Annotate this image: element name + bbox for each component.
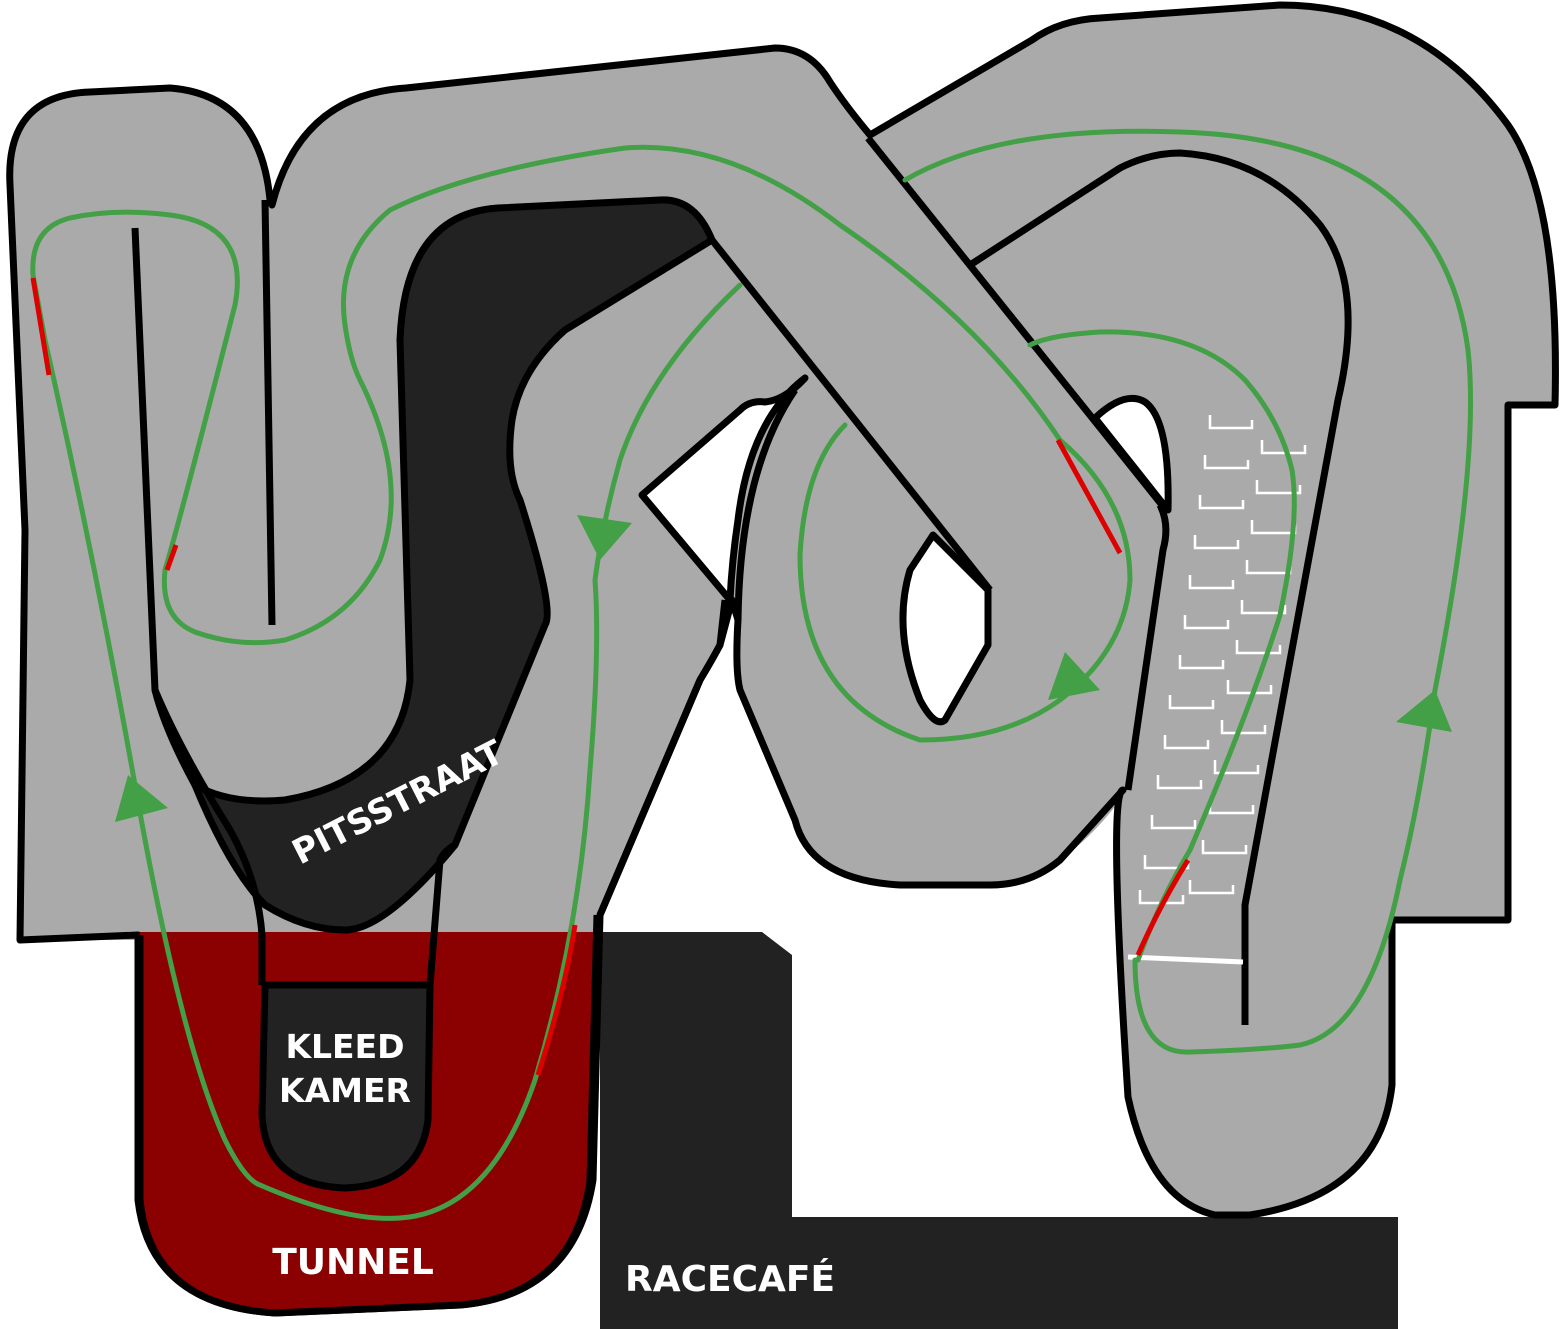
tire-barriers bbox=[1138, 415, 1307, 905]
changing-room bbox=[258, 981, 434, 1192]
track-boundary-lines bbox=[131, 135, 1352, 1025]
infield-center bbox=[638, 374, 809, 604]
arrow-icon bbox=[1396, 690, 1452, 732]
tunnel-label: TUNNEL bbox=[272, 1242, 434, 1283]
changing-room-label-line2: KAMER bbox=[279, 1071, 411, 1110]
arrow-icon bbox=[577, 515, 632, 560]
racing-line bbox=[30, 128, 1474, 1221]
arrow-icon bbox=[115, 775, 168, 822]
tunnel-outline bbox=[136, 914, 601, 1317]
infield-right bbox=[1091, 395, 1172, 514]
direction-arrows bbox=[115, 515, 1452, 822]
racing-line-right bbox=[1027, 329, 1297, 963]
arrow-icon bbox=[1048, 652, 1100, 700]
changing-room-label-line1: KLEED bbox=[285, 1027, 404, 1066]
start-finish-line bbox=[1127, 954, 1244, 965]
braking-zones bbox=[30, 277, 1191, 1076]
infield-loop bbox=[899, 531, 992, 726]
race-cafe-building bbox=[600, 932, 1398, 1329]
race-cafe-label: RACECAFÉ bbox=[625, 1258, 835, 1300]
pit-lane bbox=[191, 196, 716, 934]
